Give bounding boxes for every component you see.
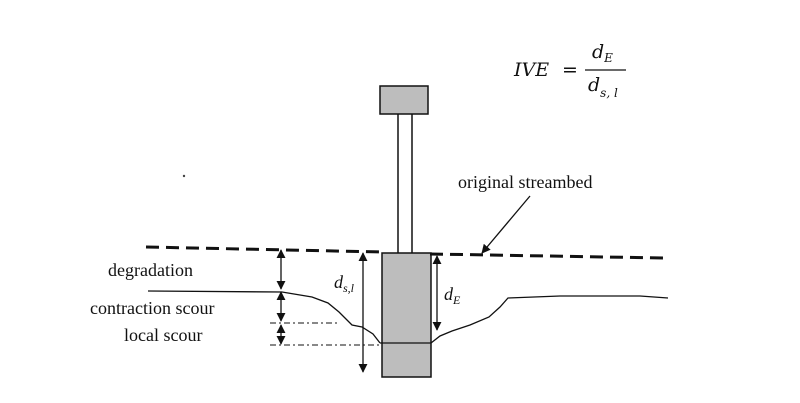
original-streambed-label: original streambed xyxy=(458,172,592,192)
degradation-label: degradation xyxy=(108,260,193,280)
equation-denominator: ds, l xyxy=(588,74,618,100)
equation-lhs: IVE xyxy=(513,59,549,81)
stray-dot xyxy=(182,174,186,178)
dsl-label: ds,l xyxy=(334,272,355,295)
reference-lines xyxy=(270,322,381,346)
de-label: dE xyxy=(444,284,461,307)
pier-cap xyxy=(379,85,429,115)
contraction-scour-label: contraction scour xyxy=(90,298,214,318)
equation-equals: = xyxy=(562,59,578,81)
streambed-pointer-arrow xyxy=(481,195,531,254)
local-scour-label: local scour xyxy=(124,325,202,345)
pier-footing xyxy=(381,252,432,378)
ive-equation: IVE = dE ds, l xyxy=(513,41,626,100)
equation-numerator: dE xyxy=(592,41,613,65)
